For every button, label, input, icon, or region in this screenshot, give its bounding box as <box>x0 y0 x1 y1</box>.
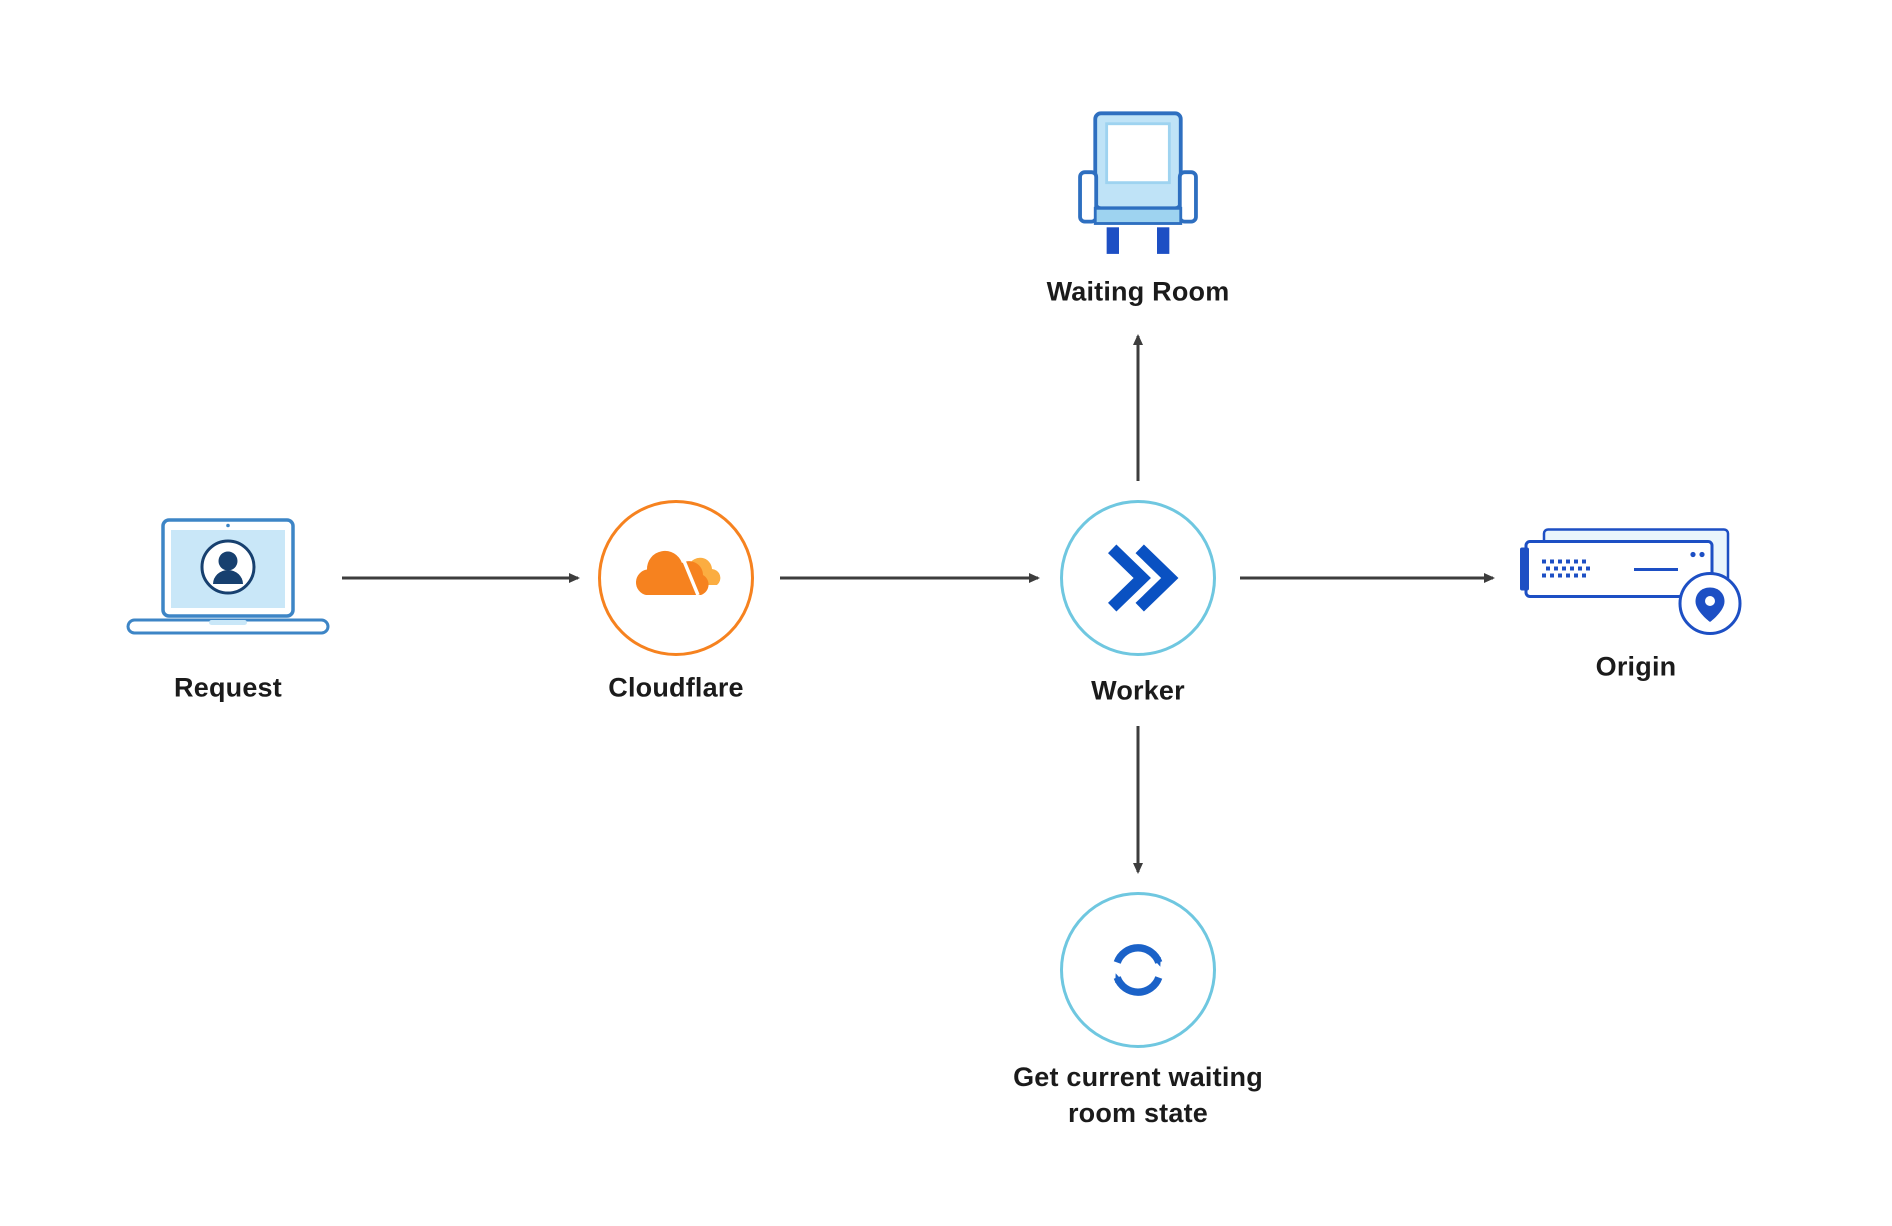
cloudflare-label: Cloudflare <box>608 672 744 703</box>
laptop-user-icon <box>126 518 330 635</box>
state-label-line1: Get current waiting <box>1013 1062 1263 1093</box>
cloudflare-node <box>598 500 754 656</box>
state-label: Get current waiting room state <box>988 1060 1288 1132</box>
origin-node <box>1512 520 1752 645</box>
server-with-location-pin-icon <box>1520 528 1742 635</box>
worker-chevrons-icon <box>1108 544 1179 612</box>
armchair-icon <box>1078 111 1198 254</box>
state-node <box>1060 892 1216 1048</box>
waiting-room-label: Waiting Room <box>1046 276 1230 307</box>
worker-node <box>1060 500 1216 656</box>
origin-label: Origin <box>1595 651 1677 682</box>
worker-label: Worker <box>1091 675 1185 706</box>
request-node <box>123 517 333 647</box>
waiting-room-node <box>1074 110 1202 267</box>
refresh-sync-icon <box>1113 944 1163 996</box>
state-label-line2: room state <box>1067 1098 1209 1128</box>
cloudflare-logo-icon <box>635 550 721 596</box>
server-dots-pattern <box>1542 559 1590 578</box>
request-label: Request <box>174 672 282 703</box>
